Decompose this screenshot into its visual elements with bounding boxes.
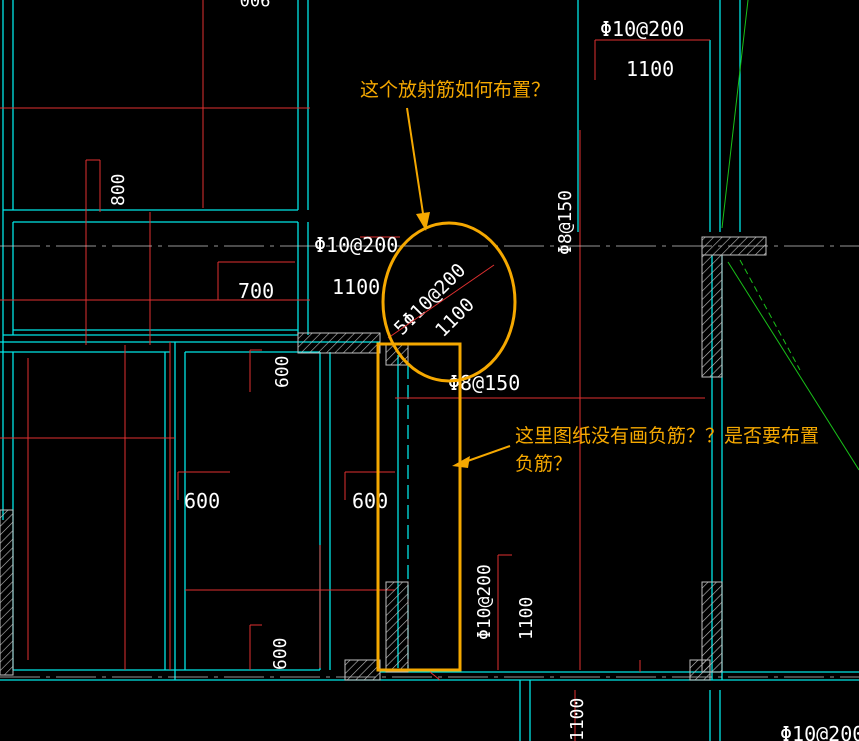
label-mid-bar: Φ10@200 [314, 233, 398, 257]
radial-rebar-highlight-ellipse [381, 221, 517, 383]
question-radial-rebar: 这个放射筋如何布置？ [360, 79, 550, 101]
label-low-bar: Φ10@200 [474, 564, 495, 640]
arrow-1-head [416, 212, 430, 231]
label-vert-bar: Φ8@150 [555, 190, 576, 255]
label-dim-600-c: 600 [352, 489, 388, 513]
arrow-2-shaft [461, 445, 511, 464]
axis-lines [0, 245, 859, 678]
label-top-cut: 900 [240, 0, 271, 9]
annotation-texts: 这个放射筋如何布置？ 这里图纸没有画负筋？？是否要布置 负筋？ [360, 79, 819, 475]
green-lines [721, 0, 859, 471]
label-bot-bar: Φ10@200 [780, 722, 859, 741]
arrow-1-shaft [406, 107, 425, 221]
arrow-2-head [452, 456, 470, 468]
annotation-overlays [376, 107, 517, 672]
diagonal-rebar-line [387, 264, 495, 339]
label-top-bar: Φ10@200 [600, 17, 684, 41]
label-mid-len: 1100 [332, 275, 380, 299]
missing-rebar-highlight-box [376, 342, 462, 672]
label-dim-600-a: 600 [272, 355, 293, 388]
question-missing-rebar-line2: 负筋？ [515, 453, 572, 475]
label-top-len: 1100 [626, 57, 674, 81]
label-dim-600-d: 600 [270, 637, 291, 670]
question-missing-rebar-line1: 这里图纸没有画负筋？？是否要布置 [515, 425, 819, 447]
rebar-lines [0, 0, 710, 741]
label-dim-600-b: 600 [184, 489, 220, 513]
label-dim-700: 700 [238, 279, 274, 303]
label-low-len: 1100 [516, 597, 537, 640]
label-dim-800: 800 [108, 173, 129, 206]
label-bot-len: 1100 [567, 698, 588, 741]
hatched-walls [0, 236, 767, 681]
